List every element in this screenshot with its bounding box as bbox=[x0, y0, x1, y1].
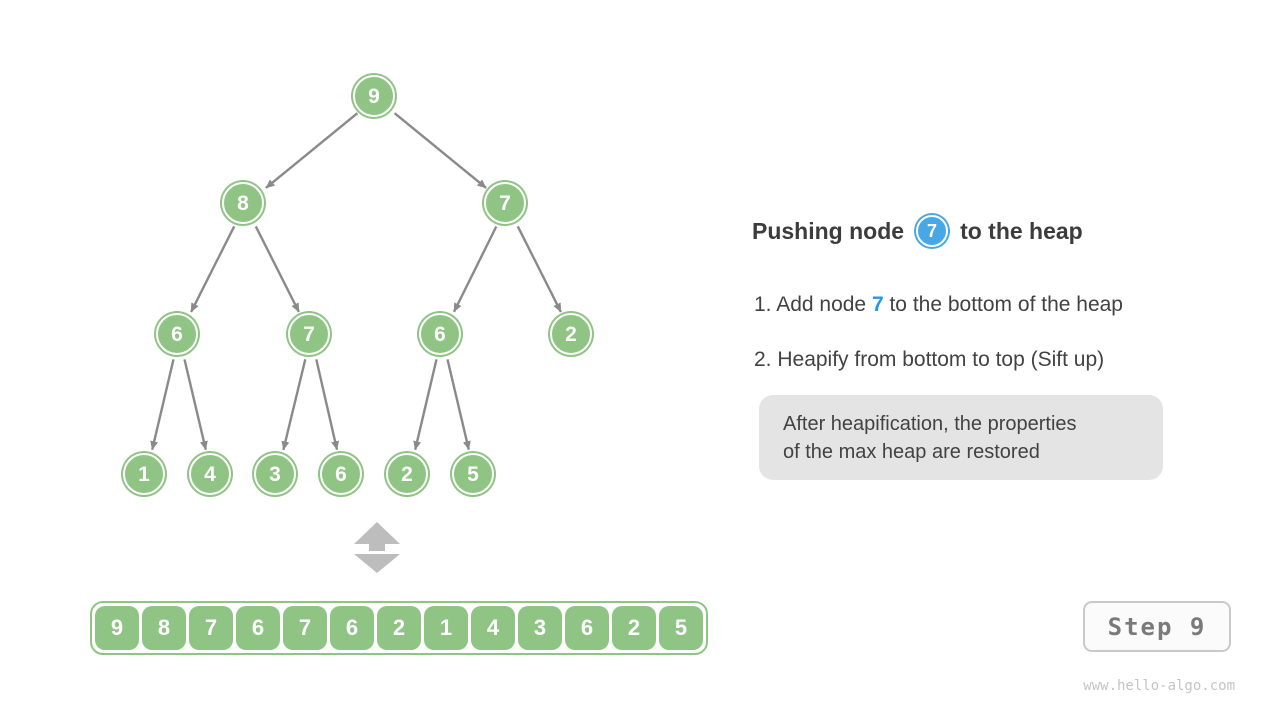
array-cell: 3 bbox=[518, 606, 562, 650]
array-cell: 6 bbox=[330, 606, 374, 650]
array-cell: 5 bbox=[659, 606, 703, 650]
note-box: After heapification, the properties of t… bbox=[759, 395, 1163, 480]
title-suffix: to the heap bbox=[960, 217, 1083, 244]
step-text: 2. Heapify from bottom to top (Sift up) bbox=[754, 348, 1105, 371]
step-text: 1. Add node bbox=[754, 293, 872, 316]
tree-edge bbox=[446, 359, 471, 451]
tree-edge bbox=[254, 225, 300, 313]
panel-title: Pushing node 7 to the heap bbox=[752, 213, 1083, 249]
up-down-arrow-icon bbox=[354, 522, 400, 573]
up-arrow-icon bbox=[354, 522, 400, 551]
title-prefix: Pushing node bbox=[752, 217, 905, 244]
tree-node: 9 bbox=[353, 75, 395, 117]
tree-node: 6 bbox=[320, 453, 362, 495]
pushed-node-value: 7 bbox=[927, 221, 938, 241]
array-cell: 1 bbox=[424, 606, 468, 650]
array-cell: 9 bbox=[95, 606, 139, 650]
step-text: to the bottom of the heap bbox=[883, 293, 1123, 316]
tree-node: 4 bbox=[189, 453, 231, 495]
down-arrow-icon bbox=[354, 554, 400, 573]
tree-node: 2 bbox=[550, 313, 592, 355]
note-line-1: After heapification, the properties bbox=[783, 412, 1077, 435]
array-cell: 4 bbox=[471, 606, 515, 650]
tree-node: 3 bbox=[254, 453, 296, 495]
tree-node: 5 bbox=[452, 453, 494, 495]
instruction-steps: 1. Add node 7 to the bottom of the heap 2… bbox=[754, 292, 1123, 373]
tree-edge bbox=[190, 225, 236, 313]
array-cell: 2 bbox=[612, 606, 656, 650]
tree-node: 1 bbox=[123, 453, 165, 495]
array-cell: 8 bbox=[142, 606, 186, 650]
tree-edge bbox=[452, 225, 498, 313]
tree-node: 7 bbox=[484, 182, 526, 224]
tree-edge bbox=[393, 112, 487, 189]
array-cell: 6 bbox=[236, 606, 280, 650]
tree-edge bbox=[315, 359, 339, 451]
step-indicator: Step 9 bbox=[1083, 601, 1231, 652]
pushed-node-badge: 7 bbox=[916, 215, 949, 247]
tree-node: 2 bbox=[386, 453, 428, 495]
tree-edge bbox=[150, 359, 175, 451]
tree-node: 6 bbox=[419, 313, 461, 355]
tree-node: 7 bbox=[288, 313, 330, 355]
tree-node: 8 bbox=[222, 182, 264, 224]
instruction-step: 1. Add node 7 to the bottom of the heap bbox=[754, 292, 1123, 318]
array-cell: 2 bbox=[377, 606, 421, 650]
tree-edge bbox=[183, 359, 208, 451]
instruction-step: 2. Heapify from bottom to top (Sift up) bbox=[754, 347, 1123, 373]
tree-edge bbox=[265, 112, 359, 189]
array-cell: 6 bbox=[565, 606, 609, 650]
tree-edge bbox=[281, 359, 307, 451]
array-cell: 7 bbox=[283, 606, 327, 650]
tree-edge bbox=[413, 359, 438, 451]
tree-edge bbox=[516, 225, 562, 313]
array-cell: 7 bbox=[189, 606, 233, 650]
watermark: www.hello-algo.com bbox=[1083, 678, 1235, 694]
tree-node: 6 bbox=[156, 313, 198, 355]
note-line-2: of the max heap are restored bbox=[783, 440, 1040, 463]
highlighted-node-value: 7 bbox=[871, 293, 884, 316]
